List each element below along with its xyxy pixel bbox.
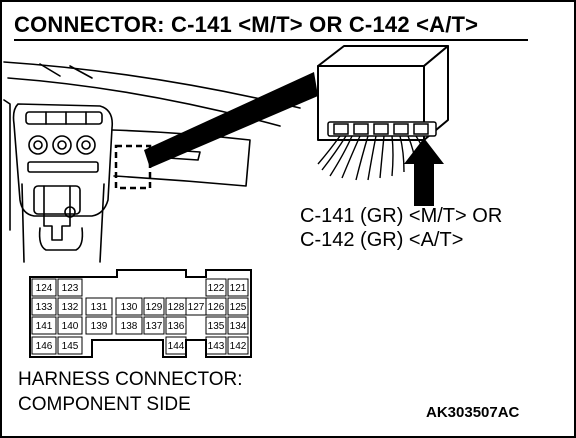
connector-latch-5 xyxy=(413,123,429,135)
pin-137-label: 137 xyxy=(146,321,163,332)
pin-cell xyxy=(57,278,83,297)
connector-label-line-1: C-141 (GR) <M/T> OR xyxy=(300,205,503,227)
pin-cell xyxy=(227,278,249,297)
pin-130-label: 130 xyxy=(121,302,138,313)
pin-cell xyxy=(57,336,83,355)
shift-boot xyxy=(38,227,84,251)
pin-146-label: 146 xyxy=(36,341,53,352)
pin-cell xyxy=(143,316,165,335)
pin-cell xyxy=(205,336,227,355)
pin-141-label: 141 xyxy=(36,321,53,332)
pin-cell xyxy=(205,297,227,316)
pin-126-label: 126 xyxy=(208,302,225,313)
lower-console-sides xyxy=(21,183,105,263)
connector-latch-1 xyxy=(333,123,349,135)
pin-cell xyxy=(31,278,57,297)
pin-cells xyxy=(31,278,249,355)
connector-latch-4 xyxy=(393,123,409,135)
figure-code: AK303507AC xyxy=(426,404,520,421)
pin-layout xyxy=(29,269,252,358)
pin-133-label: 133 xyxy=(36,302,53,313)
knob-right-inner xyxy=(81,140,91,150)
pin-cell xyxy=(31,297,57,316)
leader-wedge xyxy=(144,72,318,168)
shifter-bezel xyxy=(33,185,81,215)
pin-124-label: 124 xyxy=(36,283,53,294)
pin-131-label: 131 xyxy=(91,302,108,313)
pin-121-label: 121 xyxy=(230,283,247,294)
pin-cell xyxy=(31,316,57,335)
connector-arrow xyxy=(404,138,444,206)
pin-132-label: 132 xyxy=(62,302,79,313)
pin-cell xyxy=(227,316,249,335)
connector-label-line-2: C-142 (GR) <A/T> xyxy=(300,229,464,251)
vent-slots xyxy=(25,111,103,125)
pin-cell xyxy=(205,316,227,335)
pin-144-label: 144 xyxy=(168,341,185,352)
diagram-title: CONNECTOR: C-141 <M/T> OR C-142 <A/T> xyxy=(14,12,479,37)
pin-cell xyxy=(85,316,113,335)
switch-panel xyxy=(27,161,99,173)
pin-139-label: 139 xyxy=(91,321,108,332)
pin-cell xyxy=(115,316,143,335)
pin-135-label: 135 xyxy=(208,321,225,332)
pin-cell xyxy=(165,316,187,335)
pin-cell xyxy=(227,297,249,316)
pin-134-label: 134 xyxy=(230,321,247,332)
shift-button xyxy=(64,206,76,218)
pin-140-label: 140 xyxy=(62,321,79,332)
pin-cell xyxy=(57,316,83,335)
pin-cell xyxy=(57,297,83,316)
connector-outline xyxy=(29,269,252,358)
knob-center xyxy=(52,135,72,155)
harness-label-line-2: COMPONENT SIDE xyxy=(18,394,191,415)
pin-cell xyxy=(85,297,113,316)
glovebox-panel xyxy=(111,129,251,187)
pin-cell xyxy=(227,336,249,355)
dash-top-detail xyxy=(39,63,93,79)
knob-right xyxy=(76,135,96,155)
dash-left-edge xyxy=(3,99,11,231)
pin-138-label: 138 xyxy=(121,321,138,332)
pin-125-label: 125 xyxy=(230,302,247,313)
harness-label-line-1: HARNESS CONNECTOR: xyxy=(18,369,243,390)
pin-cell xyxy=(143,297,165,316)
pin-122-label: 122 xyxy=(208,283,225,294)
pin-127-label: 127 xyxy=(188,302,205,313)
pin-cell xyxy=(165,336,187,355)
pin-145-label: 145 xyxy=(62,341,79,352)
pin-143-label: 143 xyxy=(208,341,225,352)
pin-labels: 124 123 122 121 133 132 131 130 129 128 … xyxy=(36,283,247,352)
knob-left xyxy=(28,135,48,155)
connector-latch-2 xyxy=(353,123,369,135)
pin-136-label: 136 xyxy=(168,321,185,332)
pin-cell xyxy=(31,336,57,355)
pin-142-label: 142 xyxy=(230,341,247,352)
center-console xyxy=(12,103,114,217)
ecu-connector-strip xyxy=(327,121,437,137)
shift-gate xyxy=(43,185,71,241)
knob-left-inner xyxy=(33,140,43,150)
pin-129-label: 129 xyxy=(146,302,163,313)
pin-128-label: 128 xyxy=(168,302,185,313)
pin-cell xyxy=(115,297,143,316)
connector-latch-3 xyxy=(373,123,389,135)
pin-cell xyxy=(205,278,227,297)
pin-123-label: 123 xyxy=(62,283,79,294)
knob-center-inner xyxy=(57,140,67,150)
